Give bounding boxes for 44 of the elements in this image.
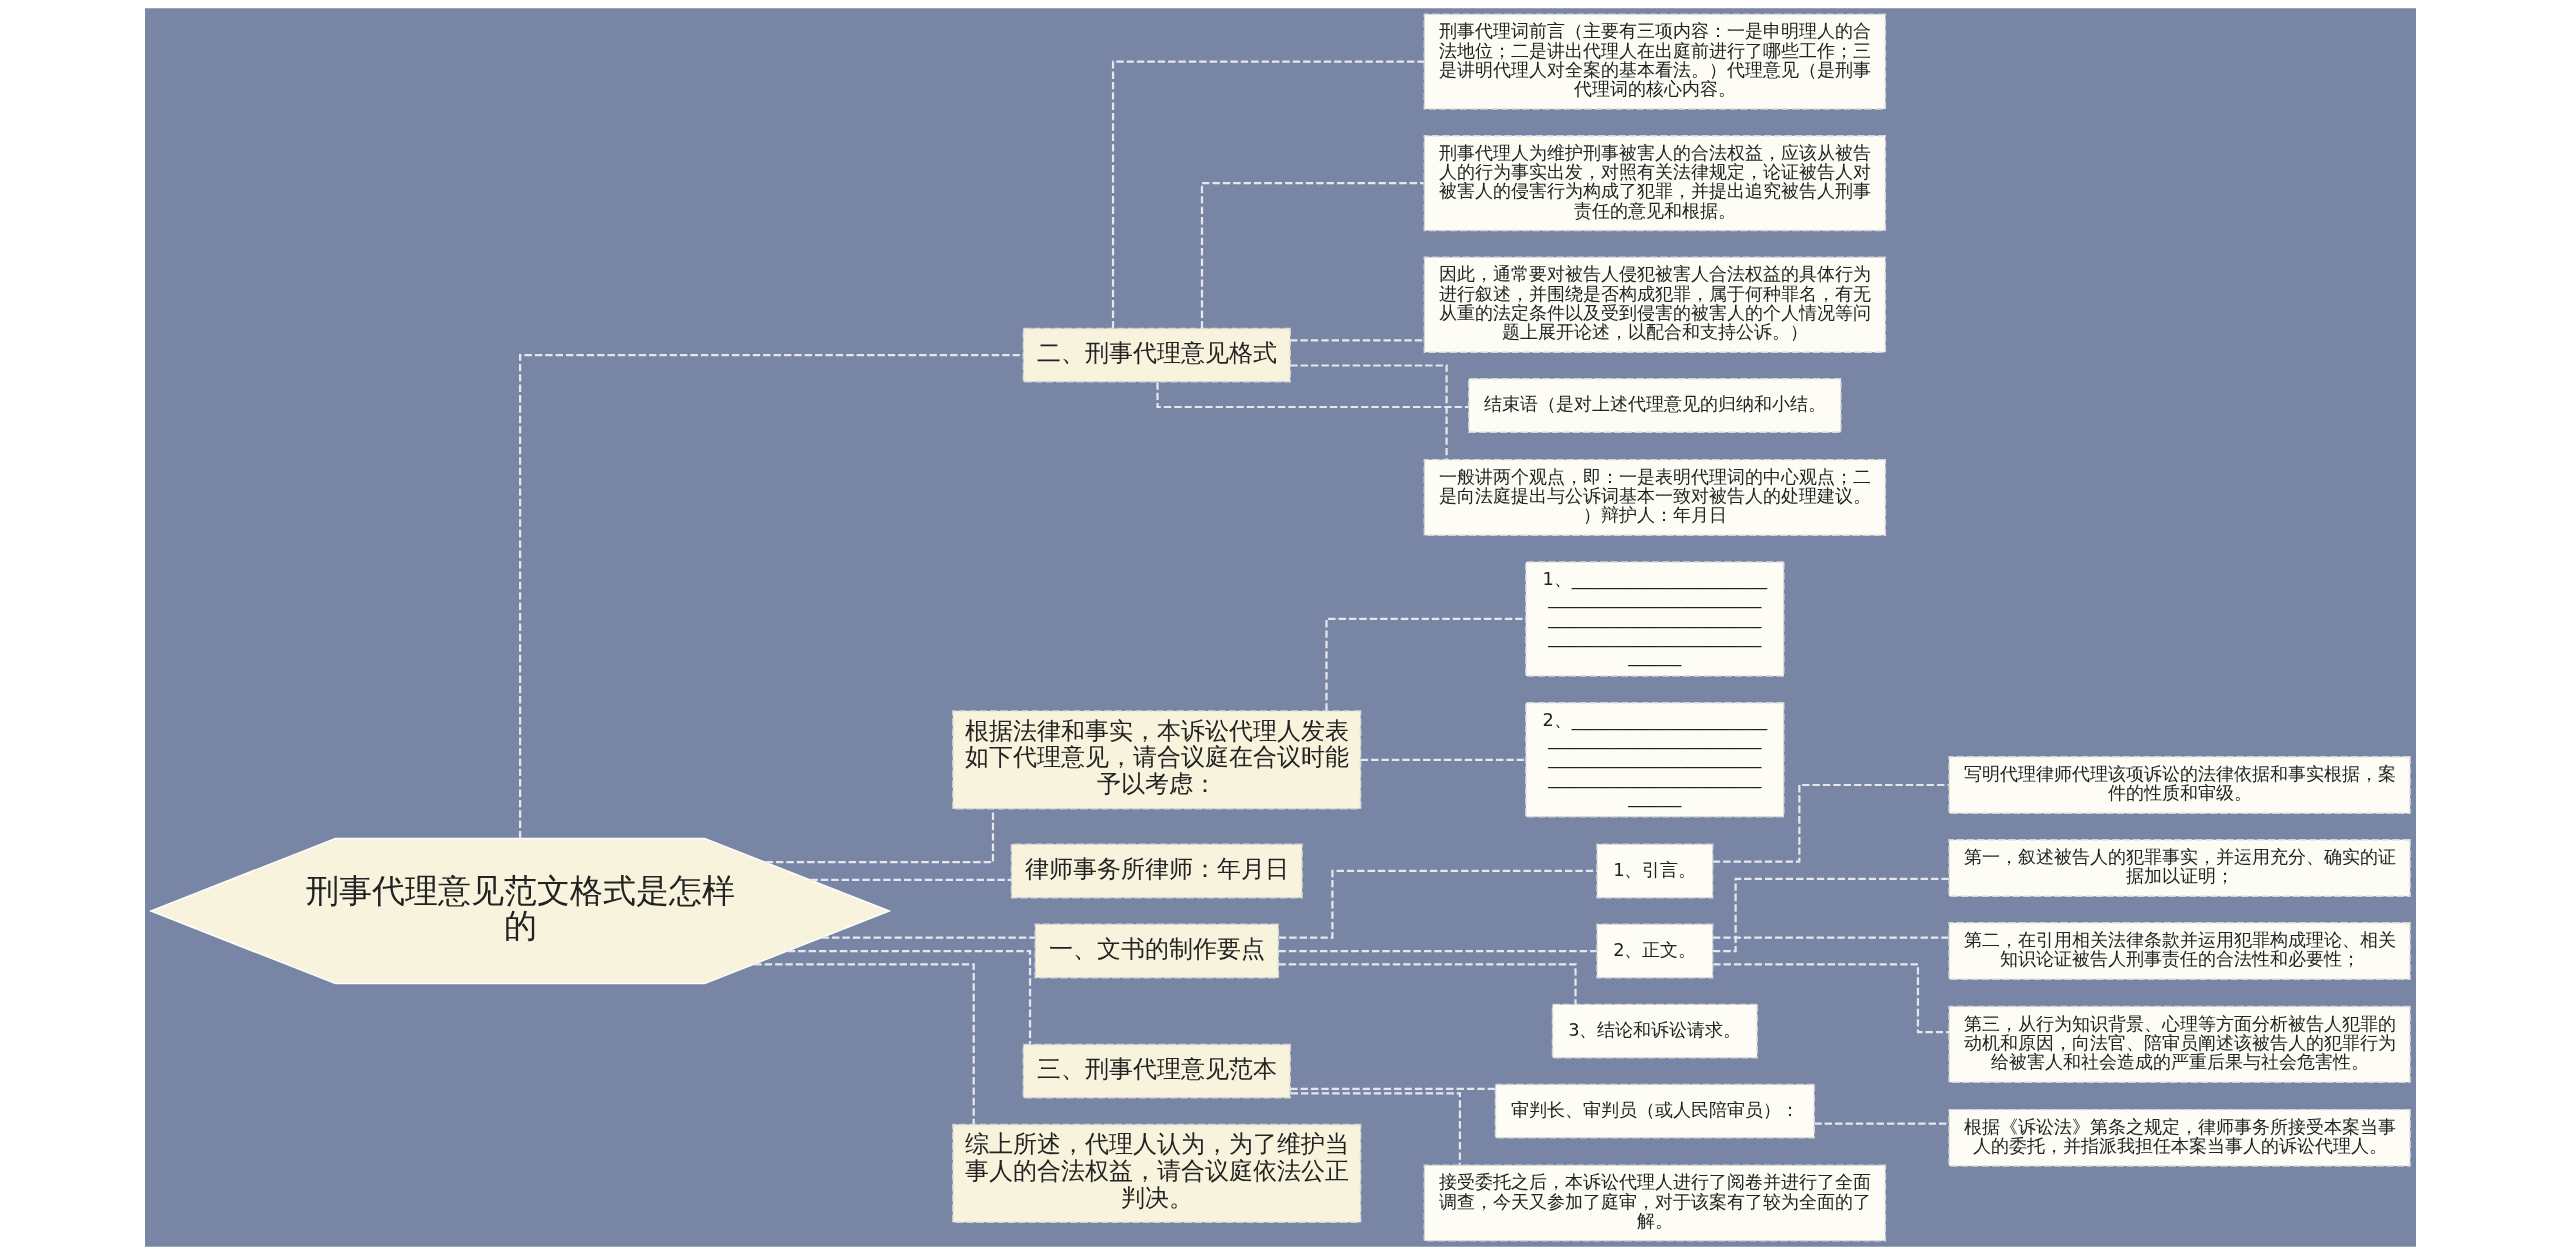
connector [1289,364,1448,460]
node-box: 第一，叙述被告人的犯罪事实，并运用充分、确实的证据加以证明； [1947,839,2411,897]
node-box: 一般讲两个观点，即：一是表明代理词的中心观点；二是向法庭提出与公诉词基本一致对被告人的处理建议。）辩护人：年月日 [1423,458,1886,536]
node-box: 二、刑事代理意见格式 [1022,327,1291,383]
connector [787,949,1031,1044]
connector [1813,1122,1949,1125]
connector [1712,783,1949,863]
node-box: 刑事代理人为维护刑事被害人的合法权益，应该从被告人的行为事实出发，对照有关法律规定，论证被告人对被害人的侵害行为构成了犯罪，并提出追究被告人刑事责任的意见和根据。 [1423,135,1886,232]
node-box: 第三，从行为知识背景、心理等方面分析被告人犯罪的动机和原因，向法官、陪审员阐述该被告人的犯罪行为给被害人和社会造成的严重后果与社会危害性。 [1947,1005,2411,1083]
connector [1360,758,1525,761]
node-box: 接受委托之后，本诉讼代理人进行了阅卷并进行了全面调查，今天又参加了庭审，对于该案有了较为全面的了解。 [1423,1164,1886,1242]
node-box: 1、引言。 [1595,843,1713,899]
connector [1278,869,1597,939]
node-box: 审判长、审判员（或人民陪审员）： [1494,1083,1815,1139]
connector [753,963,975,1125]
node-box: 一、文书的制作要点 [1034,923,1279,979]
node-box: 综上所述，代理人认为，为了维护当事人的合法权益，请合议庭依法公正判决。 [951,1123,1361,1223]
node-box: 写明代理律师代理该项诉讼的法律依据和事实根据，案件的性质和审级。 [1947,756,2411,814]
node-box: 因此，通常要对被告人侵犯被害人合法权益的具体行为进行叙述，并围绕是否构成犯罪，属于何种罪名，有无从重的法定条件以及受到侵害的被害人的个人情况等问题上展开论述，以配合和支持公诉。） [1423,256,1886,353]
connector [809,878,1011,881]
connector [1289,1087,1495,1090]
connector [821,936,1035,939]
node-box: 根据法律和事实，本诉讼代理人发表如下代理意见，请合议庭在合议时能予以考虑： [951,710,1361,810]
node-box: 三、刑事代理意见范本 [1022,1043,1291,1099]
node-box: 3、结论和诉讼请求。 [1551,1003,1758,1059]
connector [1712,936,1949,939]
connector [1277,963,1577,1005]
connector [765,809,994,864]
connector [1200,182,1424,329]
connector [518,354,1023,839]
node-box: 根据《诉讼法》第条之规定，律师事务所接受本案当事人的委托，并指派我担任本案当事人的诉讼代理人。 [1947,1108,2411,1167]
connector [1712,877,1948,953]
node-box: 2、____________________________________________________________________________________________________ [1524,702,1785,818]
node-box: 1、____________________________________________________________________________________________________ [1524,561,1785,677]
connector [1289,339,1424,342]
node-box: 刑事代理词前言（主要有三项内容：一是申明理人的合法地位；二是讲出代理人在出庭前进行了哪些工作；三是讲明代理人对全案的基本看法。）代理意见（是刑事代理词的核心内容。 [1423,13,1886,110]
connector [1324,617,1526,711]
node-box: 2、正文。 [1595,923,1713,979]
connector [1278,949,1597,953]
node-box: 第二，在引用相关法律条款并运用犯罪构成理论、相关知识论证被告人刑事责任的合法性和必要性； [1947,922,2411,980]
connector [1290,1092,1461,1165]
node-box: 律师事务所律师：年月日 [1010,843,1303,899]
node-box: 结束语（是对上述代理意见的归纳和小结。 [1467,378,1842,433]
connector [1111,60,1424,329]
